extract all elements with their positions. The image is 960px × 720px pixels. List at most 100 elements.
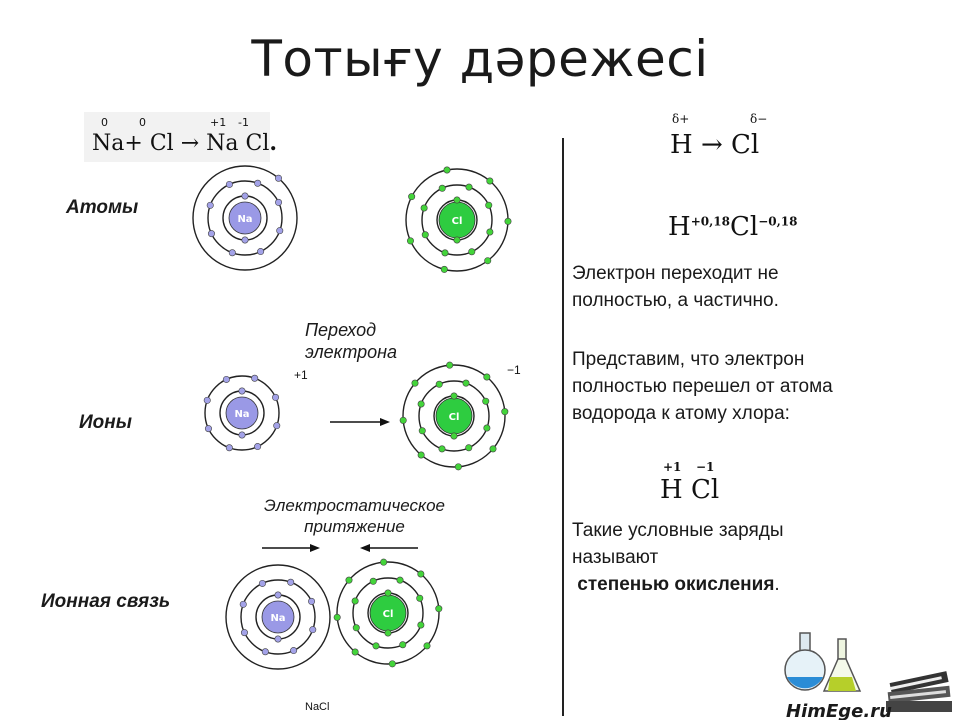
equation-partial-charges: H+0,18Cl−0,18 (668, 212, 797, 242)
reaction-arrow: → (180, 131, 200, 156)
electron (222, 375, 230, 383)
electron (435, 605, 443, 613)
nucleus-na-symbol: Na (237, 214, 252, 225)
eq2-h: H (668, 212, 691, 242)
para2-line1: Представим, что электрон (572, 349, 805, 370)
para3-bold: степенью окисления (577, 574, 775, 595)
electron (483, 373, 491, 381)
nucleus-cl-symbol: Cl (452, 216, 463, 227)
reaction-dot: . (269, 130, 278, 156)
eq1-arrow: → (700, 130, 723, 160)
para2-line3: водорода к атому хлора: (572, 403, 790, 424)
electron (423, 642, 431, 650)
para1-line1: Электрон переходит не (572, 263, 779, 284)
ox-state-na-product: +1 (210, 116, 227, 129)
attraction-note-line1: Электростатическое (264, 496, 445, 515)
electron (351, 648, 359, 656)
flask-blue-icon (784, 632, 826, 691)
electron (287, 578, 295, 586)
eq1-h: H (670, 130, 693, 160)
electron (454, 463, 462, 471)
electron (411, 379, 419, 387)
electron (440, 265, 448, 273)
books-icon (886, 671, 952, 712)
electron (257, 248, 265, 256)
nucleus-cl-symbol: Cl (383, 609, 394, 620)
electron (416, 594, 424, 602)
paragraph-partial-transfer: Электрон переходит не полностью, а части… (572, 260, 779, 314)
electron (254, 443, 262, 451)
eq2-cl: Cl (729, 212, 759, 242)
ox-state-na: 0 (101, 116, 108, 129)
transfer-note-line1: Переход (305, 320, 377, 340)
electron (417, 621, 425, 629)
electron (465, 444, 473, 452)
reaction-equation: 0 0 +1 -1 Na+ Cl → Na Cl. (84, 112, 277, 162)
nucleus-na (261, 600, 295, 634)
para3-line2: называют (572, 547, 659, 568)
electron (504, 217, 512, 225)
electron (438, 445, 446, 453)
para3-end: . (774, 574, 780, 595)
nucleus-na (225, 396, 259, 430)
attraction-arrow-right (262, 544, 320, 552)
electron (485, 201, 493, 209)
attraction-note-line2: притяжение (304, 517, 405, 536)
himege-logo: HimEge.ru (784, 632, 952, 720)
reaction-plus: + (124, 131, 143, 156)
electron (308, 597, 316, 605)
electron (275, 198, 283, 206)
ox-state-cl: 0 (139, 116, 146, 129)
electron (204, 425, 212, 433)
electron (333, 613, 341, 621)
ion-cl: Cl (399, 361, 509, 471)
electron (418, 427, 426, 435)
nucleus-na-symbol: Na (270, 613, 285, 624)
bond-cl: Cl (333, 558, 443, 668)
electron (420, 204, 428, 212)
electron (290, 647, 298, 655)
electron (441, 249, 449, 257)
ox-state-cl-product: -1 (238, 116, 249, 129)
electron (396, 576, 404, 584)
electron (276, 227, 284, 235)
electron (408, 193, 416, 201)
electron (228, 249, 236, 257)
electron (273, 422, 281, 430)
eq2-cl-charge: −0,18 (758, 214, 798, 229)
transfer-arrow (330, 418, 390, 426)
bond-na: Na (225, 564, 331, 670)
paragraph-oxidation-state: Такие условные заряды называют степенью … (572, 517, 784, 598)
electron (453, 196, 461, 204)
electron (274, 174, 282, 182)
logo-text: HimEge.ru (786, 701, 892, 720)
atom-cl: Cl (405, 166, 512, 273)
eq3-cl: Cl (690, 475, 720, 505)
para2-line2: полностью перешел от атома (572, 376, 833, 397)
electron (384, 589, 392, 597)
eq3-ox-h: +1 (663, 460, 682, 474)
electron (417, 400, 425, 408)
electron (435, 380, 443, 388)
atom-na: Na (192, 165, 298, 271)
attraction-arrow-left (360, 544, 418, 552)
reaction-cl-product: Cl (245, 131, 270, 156)
electron (406, 237, 414, 245)
electron (417, 570, 425, 578)
electron (345, 576, 353, 584)
electron (462, 379, 470, 387)
electron (261, 648, 269, 656)
reaction-cl: Cl (149, 131, 174, 156)
flask-green-icon (822, 638, 862, 692)
ion-na: Na (203, 374, 281, 452)
electron (274, 635, 282, 643)
electron (465, 183, 473, 191)
electron (446, 361, 454, 369)
electron (489, 445, 497, 453)
nucleus-na-symbol: Na (234, 409, 249, 420)
transfer-note-line2: электрона (305, 342, 398, 362)
electron (468, 248, 476, 256)
electron (206, 201, 214, 209)
reaction-na: Na (92, 131, 125, 156)
electron (272, 393, 280, 401)
